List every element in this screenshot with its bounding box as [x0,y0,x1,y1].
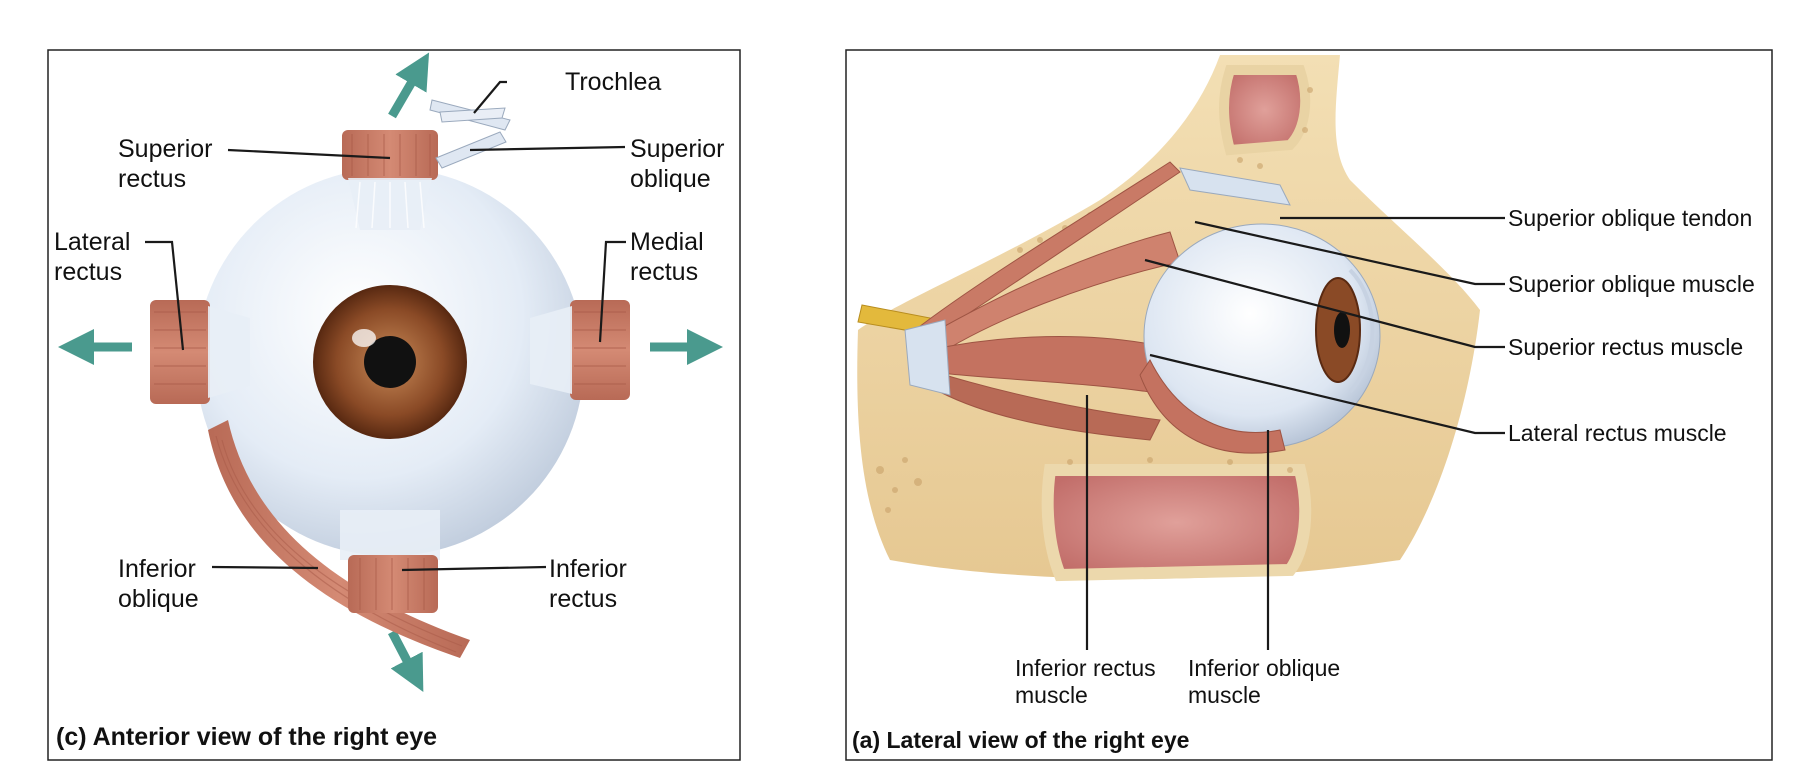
direction-arrows [58,52,723,692]
pupil [364,336,416,388]
caption-panel-c: (c) Anterior view of the right eye [56,723,437,751]
superior-rectus-muscle [342,130,438,230]
panel-a-leaders [1085,216,1505,650]
trochlea-lateral [1179,167,1291,206]
inferior-rectus-muscle-shape [934,371,1161,441]
panel-c-leaders [145,80,626,572]
eyeball-lateral [1139,167,1381,454]
label-superior-oblique-muscle: Superior oblique muscle [1508,271,1755,297]
label-inferior-oblique-line2: oblique [118,585,199,613]
label-superior-rectus-muscle: Superior rectus muscle [1508,334,1743,360]
label-superior-oblique-line1: Superior [630,135,725,163]
panel-lateral-view: Superior oblique tendon Superior oblique… [845,49,1773,761]
label-superior-rectus-line2: rectus [118,165,186,193]
inferior-rectus-muscle [340,510,440,613]
label-superior-oblique-line2: oblique [630,165,711,193]
extraocular-muscles [904,161,1181,441]
label-inferior-oblique-line1: Inferior [118,555,196,583]
maxillary-sinus [1041,464,1312,582]
medial-rectus-muscle [530,300,630,400]
arrow-down [388,629,424,692]
arrow-up [388,52,430,119]
label-inferior-rectus-line2: rectus [549,585,617,613]
label-lateral-rectus-muscle: Lateral rectus muscle [1508,420,1727,446]
lateral-rectus-muscle [150,300,250,404]
panel-anterior-view: Trochlea Superior rectus Superior obliqu… [47,49,741,761]
label-inferior-rectus-muscle-line1: Inferior rectus [1015,655,1156,681]
label-superior-oblique-tendon: Superior oblique tendon [1508,205,1752,231]
label-lateral-rectus-line2: rectus [54,258,122,286]
label-superior-rectus-line1: Superior [118,135,213,163]
iris [313,285,467,439]
label-medial-rectus-line1: Medial [630,228,704,256]
inferior-oblique-muscle [208,420,470,658]
label-inferior-oblique-muscle-line2: muscle [1188,682,1261,708]
frontal-sinus [1219,65,1311,156]
common-tendinous-ring [904,319,951,396]
trochlea [429,99,511,131]
caption-panel-a: (a) Lateral view of the right eye [852,727,1189,753]
inferior-oblique-muscle-shape [1139,359,1286,454]
label-inferior-rectus-line1: Inferior [549,555,627,583]
label-inferior-rectus-muscle-line2: muscle [1015,682,1088,708]
label-lateral-rectus-line1: Lateral [54,228,130,256]
label-inferior-oblique-muscle-line1: Inferior oblique [1188,655,1340,681]
label-trochlea: Trochlea [565,68,661,96]
label-medial-rectus-line2: rectus [630,258,698,286]
superior-oblique-muscle-shape [914,161,1181,343]
